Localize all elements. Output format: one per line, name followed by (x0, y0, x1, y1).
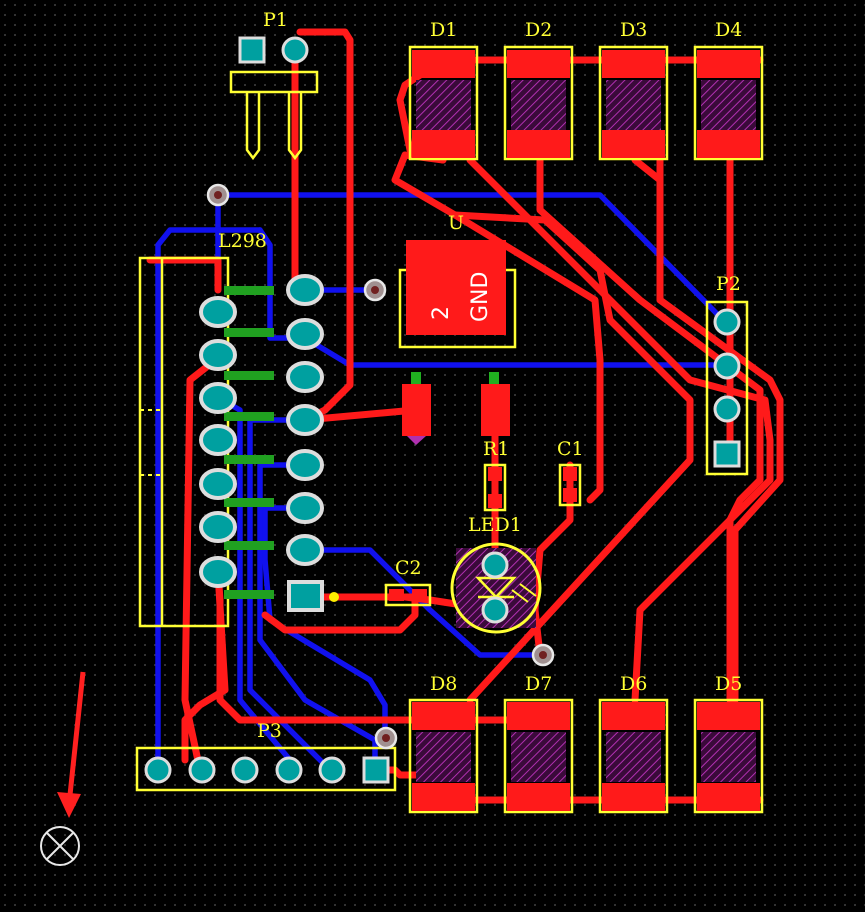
led-led1[interactable]: LED1 (450, 514, 542, 634)
p2-label: P2 (716, 273, 741, 295)
r1-label: R1 (483, 438, 509, 460)
capacitor-c2[interactable]: C2 (329, 557, 432, 607)
via-centers (214, 191, 547, 742)
diode-d1[interactable]: D1 (408, 19, 479, 161)
regulator-pin-number: 2 (429, 306, 454, 320)
c1-label: C1 (557, 438, 584, 460)
diode-d3[interactable]: D3 (598, 19, 669, 161)
p2-header[interactable]: P2 (705, 273, 749, 476)
d1-label: D1 (430, 19, 457, 41)
diode-row-bottom: D8 D7 D6 D5 (408, 673, 764, 814)
regulator-u[interactable]: U 2 GND (398, 212, 517, 445)
d2-label: D2 (525, 19, 552, 41)
d8-label: D8 (430, 673, 457, 695)
d3-label: D3 (620, 19, 647, 41)
p3-label: P3 (257, 720, 282, 742)
d7-label: D7 (525, 673, 552, 695)
l298-lead-bars (224, 286, 274, 599)
l298-label: L298 (218, 230, 267, 252)
diode-d7[interactable]: D7 (503, 673, 574, 814)
red-arrow-icon (57, 671, 86, 818)
crossed-circle-icon (40, 826, 80, 866)
diode-d5[interactable]: D5 (693, 673, 764, 814)
diode-d6[interactable]: D6 (598, 673, 669, 814)
d5-label: D5 (715, 673, 742, 695)
led1-label: LED1 (468, 514, 522, 536)
d4-label: D4 (715, 19, 742, 41)
resistor-r1[interactable]: R1 (483, 438, 509, 512)
l298-pads-right (286, 274, 324, 612)
regulator-pin-name: GND (468, 272, 493, 322)
l298-pads-left (199, 296, 237, 588)
p3-header[interactable]: P3 (135, 720, 397, 792)
c2-label: C2 (395, 557, 422, 579)
diode-row-top: D1 D2 D3 D4 (408, 19, 764, 161)
d6-label: D6 (620, 673, 647, 695)
capacitor-c1[interactable]: C1 (557, 438, 584, 507)
u-label: U (448, 212, 464, 234)
diode-d8[interactable]: D8 (408, 673, 479, 814)
p1-header[interactable]: P1 (229, 9, 319, 161)
diode-d2[interactable]: D2 (503, 19, 574, 161)
p1-label: P1 (263, 9, 288, 31)
l298-driver[interactable]: L298 (138, 230, 324, 628)
diode-d4[interactable]: D4 (693, 19, 764, 161)
